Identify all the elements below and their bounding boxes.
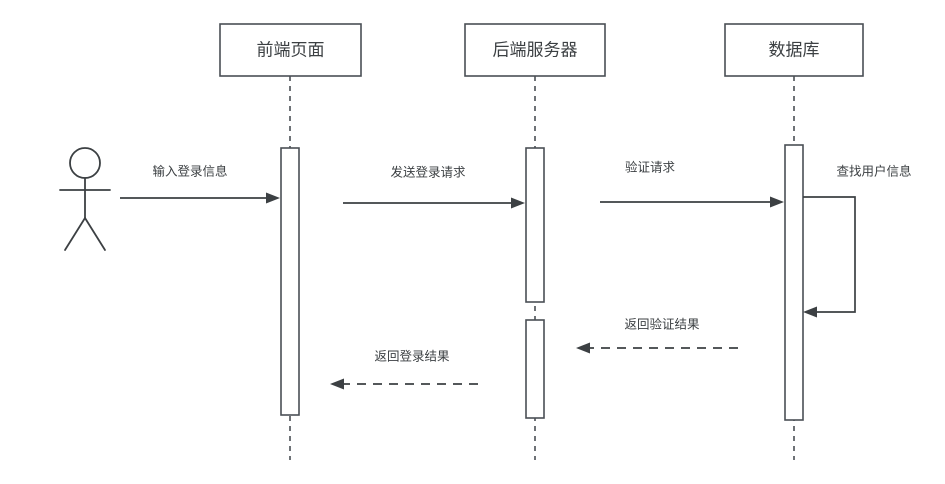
participant-box-frontend [219, 23, 362, 77]
activation-bar-backend-second [525, 319, 545, 419]
message-return-verification-result[interactable]: 返回验证结果 [576, 316, 738, 354]
message-return-login-result[interactable]: 返回登录结果 [330, 348, 478, 390]
actor-right-leg-line [84, 217, 106, 251]
message-send-login-request[interactable]: 发送登录请求 [343, 164, 525, 209]
message-label-6: 返回登录结果 [374, 348, 450, 363]
arrowhead-3-icon [770, 196, 784, 208]
message-label-2: 发送登录请求 [390, 164, 466, 179]
message-label-4: 查找用户信息 [836, 163, 911, 178]
activation-bar-database [784, 144, 804, 421]
message-input-login-info[interactable]: 输入登录信息 [120, 163, 280, 204]
participant-box-database [724, 23, 864, 77]
participant-label-database: 数据库 [769, 40, 820, 59]
message-verify-request[interactable]: 验证请求 [600, 159, 784, 208]
message-label-1: 输入登录信息 [152, 163, 227, 178]
activation-bar-backend-first [525, 147, 545, 303]
participant-label-backend: 后端服务器 [493, 40, 578, 59]
actor-left-leg-line [64, 217, 86, 251]
participant-box-backend [464, 23, 606, 77]
message-find-user-info-self-loop[interactable]: 查找用户信息 [803, 163, 912, 318]
message-label-5: 返回验证结果 [624, 316, 700, 331]
arrowhead-1-icon [266, 192, 280, 204]
participant-label-frontend: 前端页面 [257, 40, 325, 59]
activation-bar-frontend [280, 147, 300, 416]
message-label-3: 验证请求 [625, 159, 676, 174]
message-line-4-self-loop [803, 196, 856, 313]
actor-stick-figure[interactable] [59, 147, 111, 251]
actor-head-icon [69, 147, 101, 179]
participant-backend[interactable]: 后端服务器 [464, 23, 606, 460]
arrowhead-2-icon [511, 197, 525, 209]
arrowhead-6-icon [330, 378, 344, 390]
arrowhead-4-icon [803, 306, 817, 318]
participant-database[interactable]: 数据库 [724, 23, 864, 460]
participant-frontend[interactable]: 前端页面 [219, 23, 362, 460]
arrowhead-5-icon [576, 342, 590, 354]
